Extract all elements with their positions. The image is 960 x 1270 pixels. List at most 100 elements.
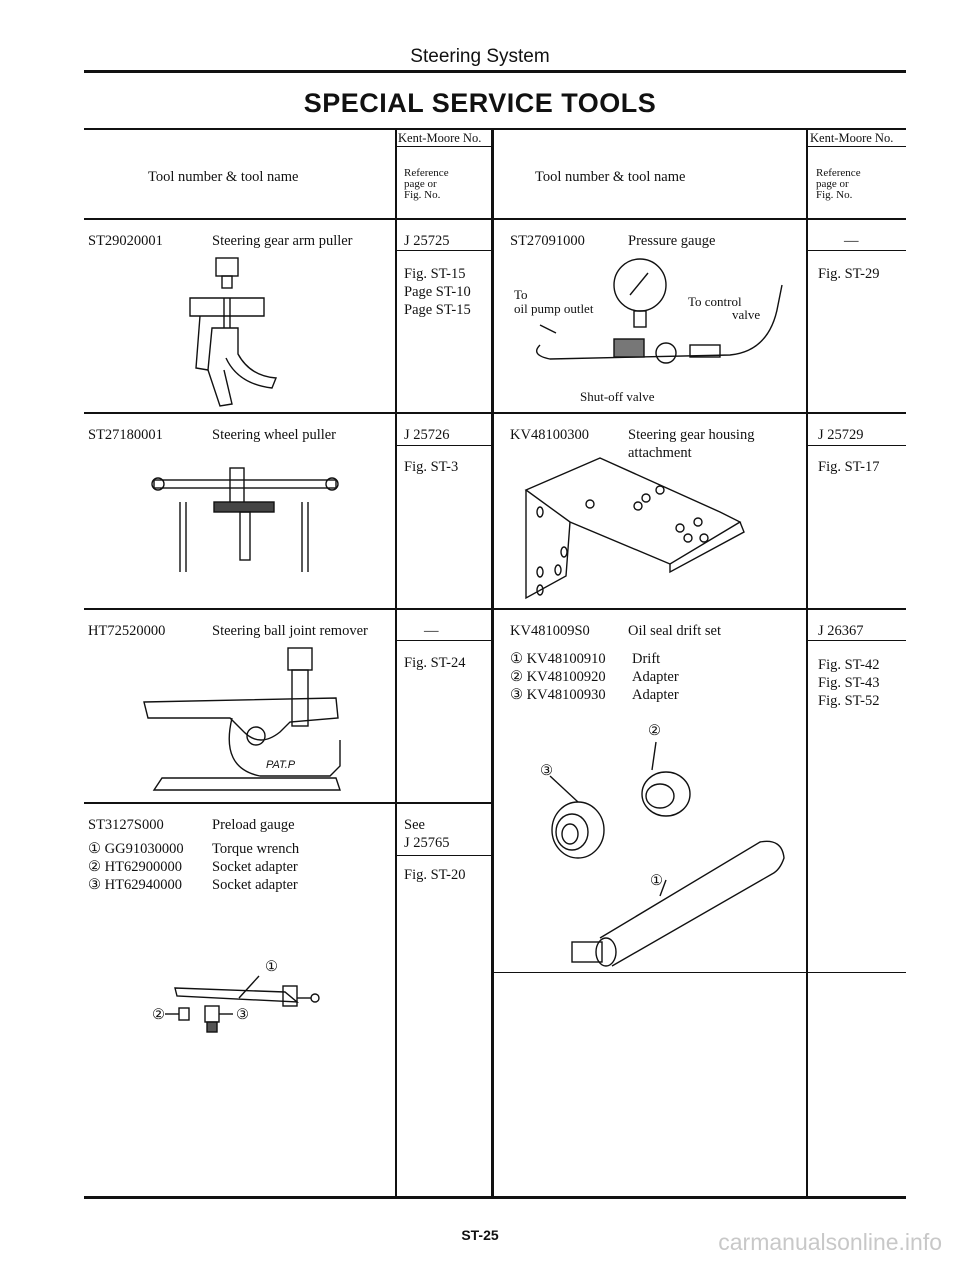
tool-name: Preload gauge [212,817,295,833]
ref-line: Fig. No. [404,189,441,201]
left-tool-header: Tool number & tool name [148,169,299,185]
tool-number: HT72520000 [88,623,166,639]
right-tool-header: Tool number & tool name [535,169,686,185]
table-bottom-rule [84,1196,906,1199]
watermark: carmanualsonline.info [718,1229,942,1255]
patent-stamp: PAT.P [266,759,296,771]
right-row-rule-2 [492,608,906,610]
kent-sub-rule [807,445,906,446]
reference-list: Fig. ST-3 [404,458,458,476]
right-kent-header-rule [806,146,906,147]
page-number: ST-25 [461,1227,499,1243]
kent-sub-rule [807,640,906,641]
parts-names: Torque wrench Socket adapter Socket adap… [212,840,299,894]
kent-moore-number: — [844,233,859,249]
name-line: Steering gear housing [628,427,755,443]
kent-sub-rule [396,250,491,251]
left-kent-header: Kent-Moore No. [398,131,482,145]
right-row-rule-3 [492,972,906,973]
kent-moore-number: See J 25765 [404,816,450,852]
part-number: ③ HT62940000 [88,877,182,893]
reference: Fig. ST-20 [404,867,466,883]
header-bottom-rule [84,218,906,220]
reference: Fig. ST-17 [818,459,880,475]
parts-list: ① GG91030000 ② HT62900000 ③ HT62940000 [88,840,184,894]
preload-gauge-illustration [165,975,320,1033]
reference-list: Fig. ST-42 Fig. ST-43 Fig. ST-52 [818,656,880,710]
page-title: SPECIAL SERVICE TOOLS [303,88,657,118]
left-kent-divider [395,128,397,1196]
callout-3: ③ [540,763,553,779]
ref-line: Reference [404,167,449,179]
part-name: Socket adapter [212,859,298,875]
part-name: Adapter [632,687,679,703]
oil-seal-drift-set-illustration [549,741,785,967]
ref-line: page or [404,178,437,190]
ball-joint-remover-illustration [143,647,341,791]
part-name: Socket adapter [212,877,298,893]
part-number: ② HT62900000 [88,859,182,875]
reference: Fig. ST-52 [818,693,880,709]
tool-number: ST27180001 [88,427,163,443]
kent-line: J 25765 [404,835,450,851]
part-name: Drift [632,651,661,667]
tool-name: Steering gear housing attachment [628,426,754,462]
tool-name: Pressure gauge [628,233,716,249]
reference-list: Fig. ST-20 [404,866,466,884]
reference: Fig. ST-42 [818,657,880,673]
parts-list: ① KV48100910 ② KV48100920 ③ KV48100930 [510,650,606,704]
kent-sub-rule [396,855,491,856]
kent-moore-number: J 25726 [404,427,450,443]
left-row-rule-2 [84,608,492,610]
part-number: ③ KV48100930 [510,687,606,703]
kent-moore-number: J 26367 [818,623,864,639]
callout-2: ② [648,723,661,739]
left-kent-header-rule [395,146,492,147]
label-oil-pump-outlet: oil pump outlet [514,301,594,316]
kent-moore-number: J 25729 [818,427,864,443]
tool-name: Steering gear arm puller [212,233,353,249]
reference-list: Fig. ST-17 [818,458,880,476]
pressure-gauge-illustration [536,258,783,364]
ref-line: Reference [816,167,861,179]
label-valve: valve [732,307,761,322]
kent-moore-number: — [424,623,439,639]
tool-number: ST3127S000 [88,817,164,833]
name-line: attachment [628,445,692,461]
part-name: Adapter [632,669,679,685]
reference-list: Fig. ST-24 [404,654,466,672]
reference: Fig. ST-24 [404,655,466,671]
reference: Page ST-15 [404,302,471,318]
tool-number: KV481009S0 [510,623,590,639]
ref-line: page or [816,178,849,190]
wheel-puller-illustration [151,467,339,572]
reference: Fig. ST-43 [818,675,880,691]
left-reference-header: Reference page or Fig. No. [404,168,449,201]
tool-number: ST29020001 [88,233,163,249]
part-number: ② KV48100920 [510,669,606,685]
reference-list: Fig. ST-15 Page ST-10 Page ST-15 [404,265,471,319]
callout-3: ③ [236,1007,249,1023]
kent-line: See [404,817,425,833]
tool-name: Steering ball joint remover [212,623,368,639]
right-kent-divider [806,128,808,1196]
tool-number: KV48100300 [510,427,589,443]
running-title: Steering System [410,46,550,67]
callout-1: ① [650,873,663,889]
callout-1: ① [265,959,278,975]
part-number: ① KV48100910 [510,651,606,667]
kent-moore-number: J 25725 [404,233,450,249]
left-row-rule-3 [84,802,492,804]
reference-list: Fig. ST-29 [818,265,880,283]
kent-sub-rule [396,445,491,446]
part-number: ① GG91030000 [88,841,184,857]
tool-number: ST27091000 [510,233,585,249]
tool-name: Oil seal drift set [628,623,722,639]
reference: Fig. ST-15 [404,266,466,282]
tool-name: Steering wheel puller [212,427,337,443]
label-to-control: To control [688,294,742,309]
reference: Fig. ST-29 [818,266,880,282]
kent-sub-rule [396,640,491,641]
gear-arm-puller-illustration [189,257,278,407]
left-row-rule-1 [84,412,492,414]
